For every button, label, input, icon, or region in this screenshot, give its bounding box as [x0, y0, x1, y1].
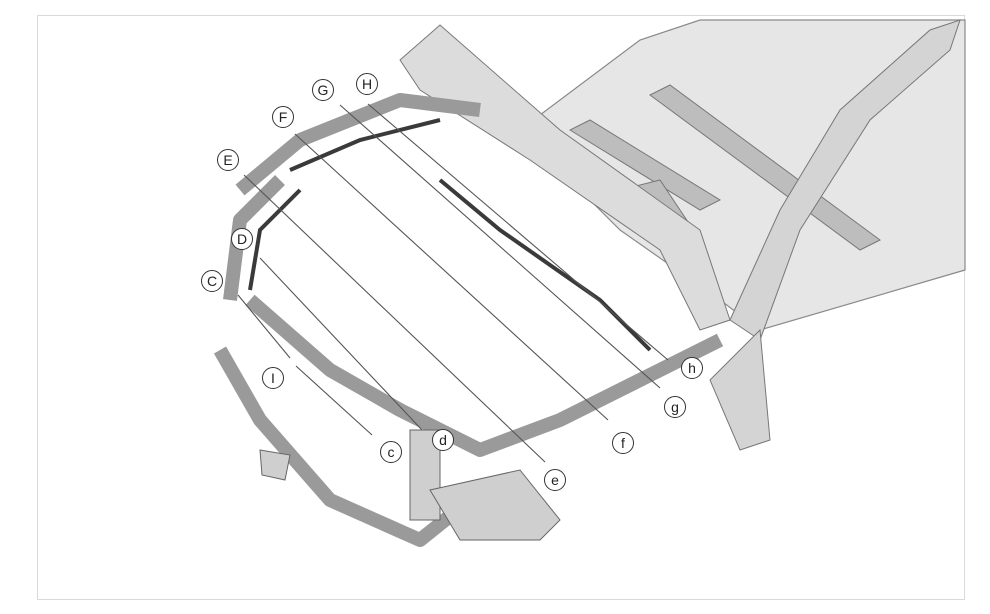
- callout-f: f: [612, 432, 634, 454]
- leader-line-i: [295, 365, 373, 436]
- callout-c: c: [380, 441, 402, 463]
- callout-h: h: [681, 357, 703, 379]
- callout-D: D: [231, 228, 253, 250]
- callout-H: H: [356, 73, 378, 95]
- leader-line-c: [237, 294, 291, 359]
- bumper-parts: [259, 429, 561, 541]
- callout-e: e: [544, 469, 566, 491]
- callout-G: G: [312, 79, 334, 101]
- callout-g: g: [664, 396, 686, 418]
- callout-d: d: [432, 429, 454, 451]
- pillar: [709, 19, 961, 451]
- cowl-beam: [399, 24, 731, 331]
- front-subframe: [213, 93, 724, 547]
- callout-F: F: [272, 106, 294, 128]
- leader-line-f: [294, 133, 609, 421]
- callout-E: E: [217, 149, 239, 171]
- leader-line-h: [367, 103, 669, 361]
- leader-line-d: [259, 257, 423, 431]
- front-subframe-dark: [248, 118, 652, 352]
- leader-line-g: [339, 104, 661, 389]
- leader-line-e: [243, 174, 546, 463]
- callout-I: I: [262, 367, 284, 389]
- leader-lines: [237, 103, 669, 463]
- callout-C: C: [201, 270, 223, 292]
